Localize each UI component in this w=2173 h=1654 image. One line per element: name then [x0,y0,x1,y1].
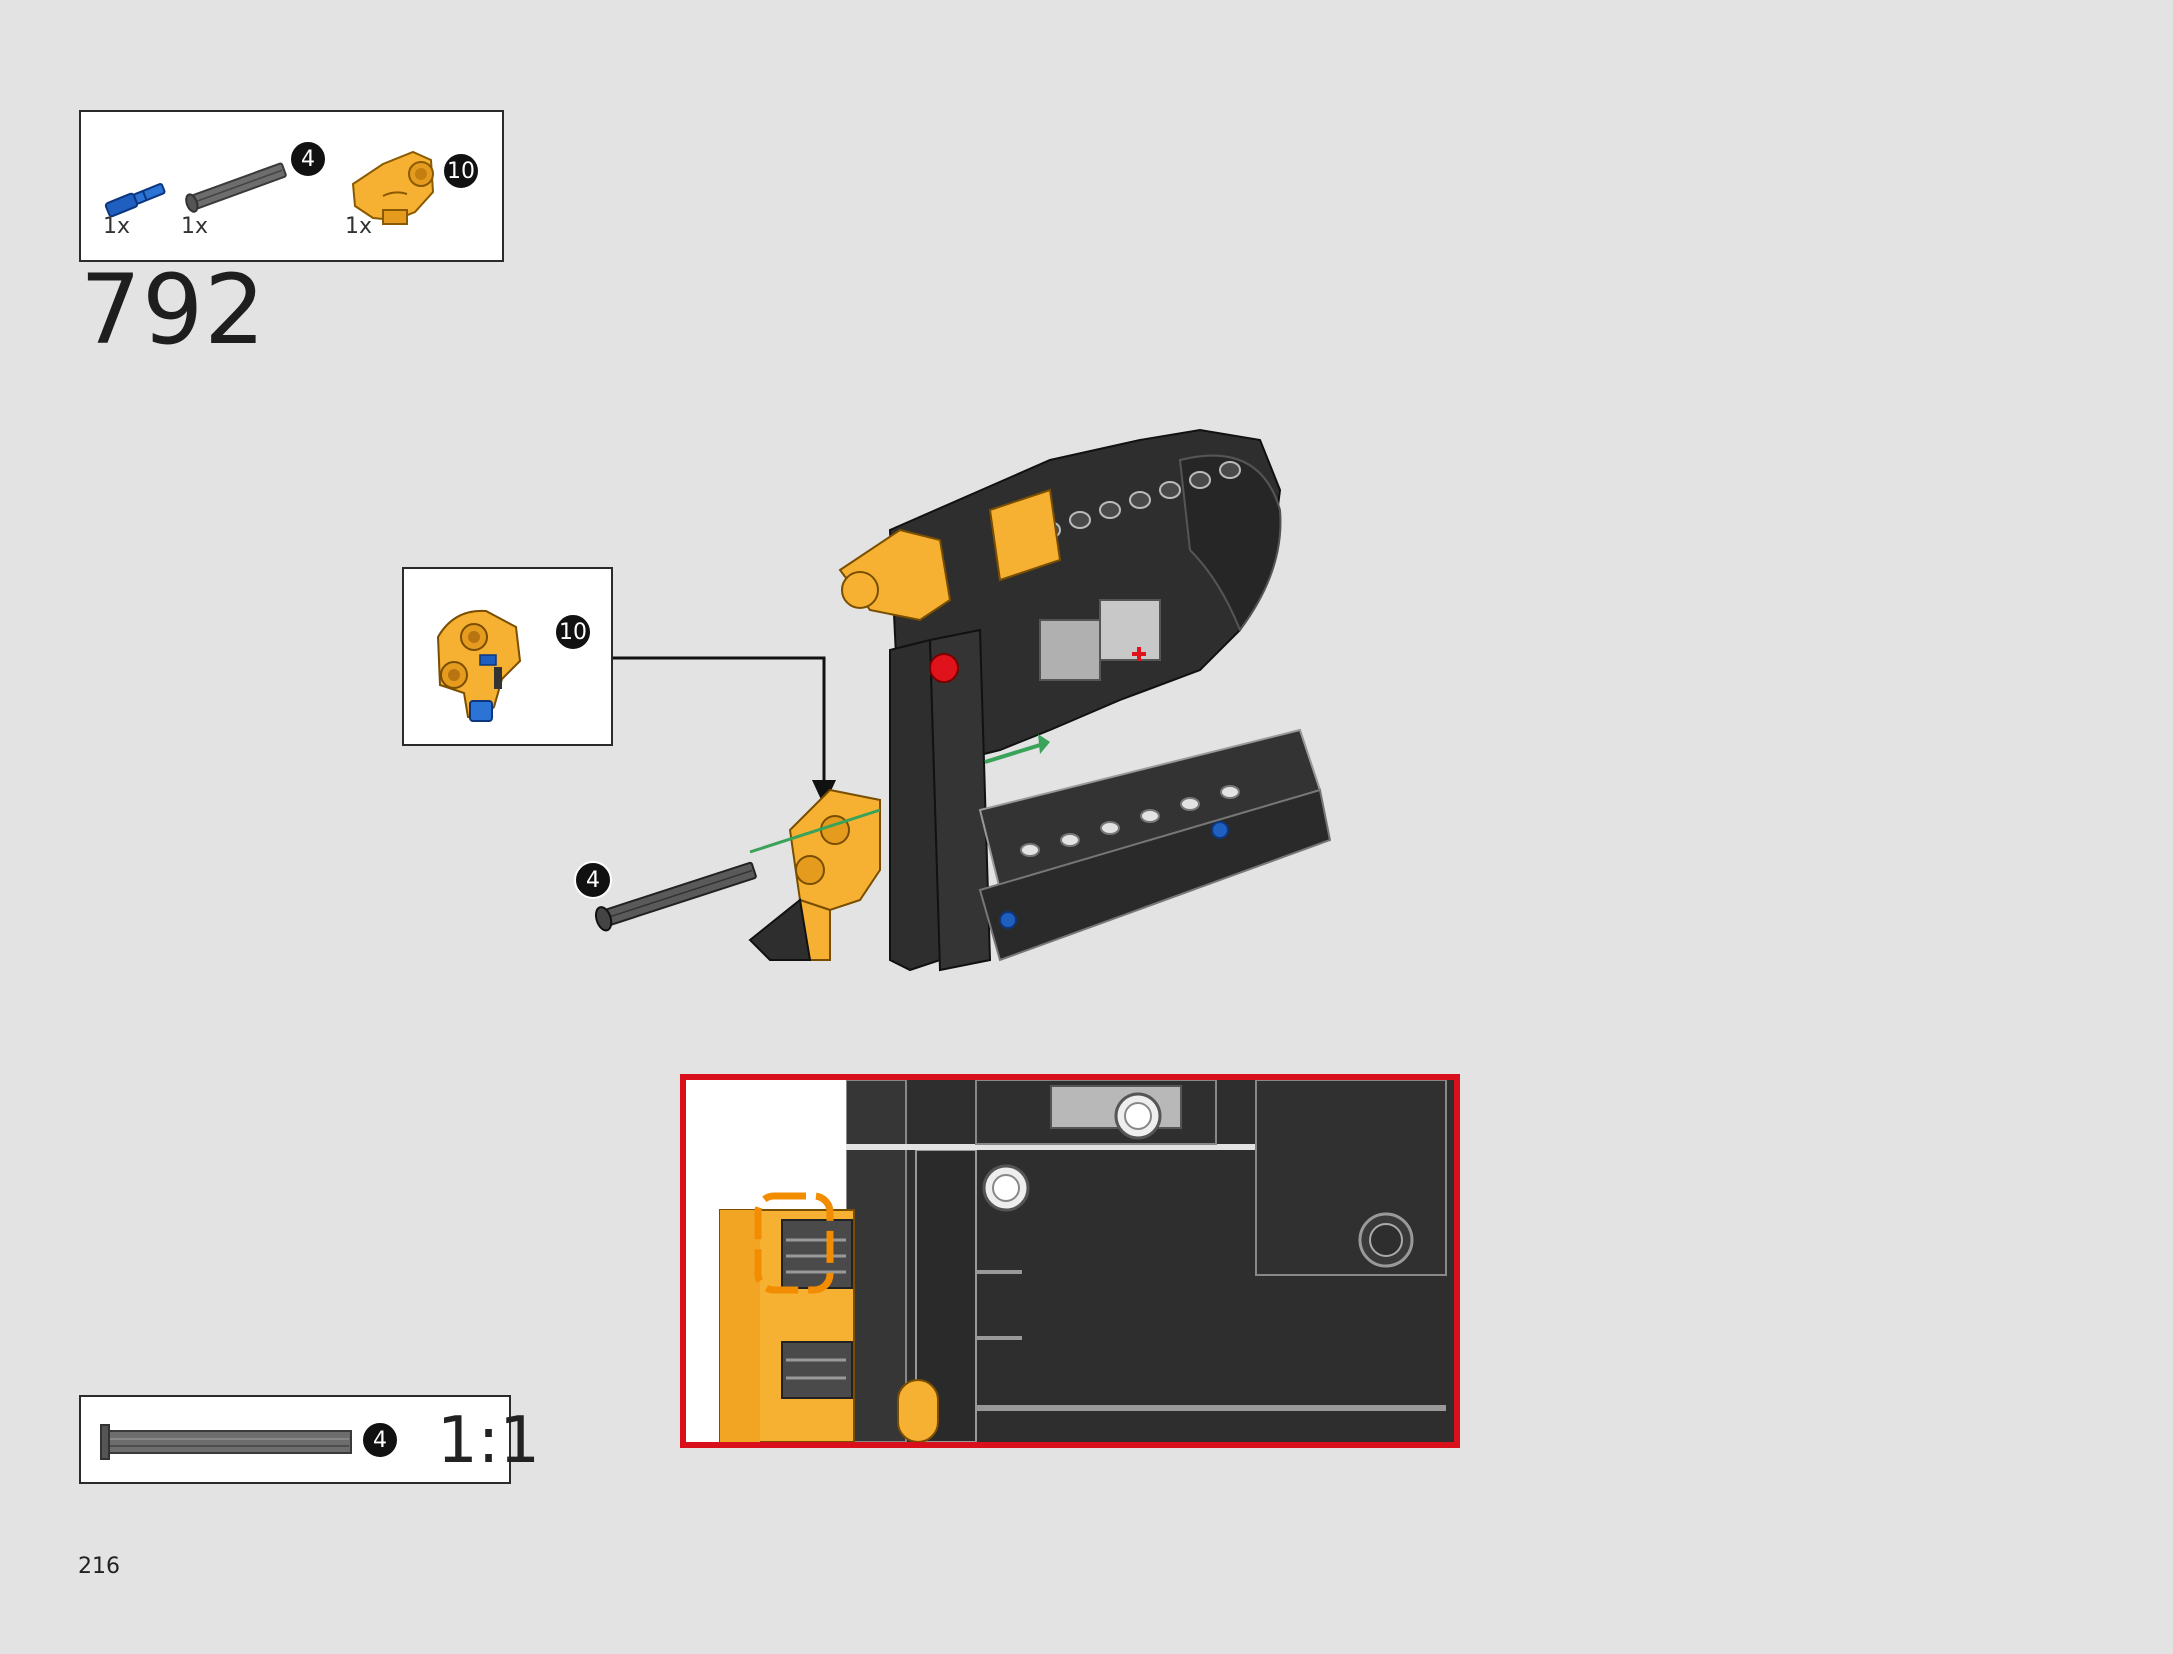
yellow-connector-subassembly-icon [436,609,522,722]
subassembly-callout: 10 [402,567,613,746]
subassembly-badge: 10 [554,613,592,651]
page-number: 216 [78,1554,120,1579]
loose-axle [594,861,757,932]
part-length-badge: 4 [289,140,327,178]
part-quantity: 1x [103,214,131,239]
blue-axle-pin-icon [104,183,166,218]
part-quantity: 1x [345,214,373,239]
yellow-connector-icon [351,150,435,225]
zoom-detail-image [686,1080,1454,1442]
parts-list: 1x 1x 4 1x 10 [79,110,504,262]
step-number: 792 [80,254,267,366]
grey-axle-icon [185,162,287,213]
zoom-detail [680,1074,1460,1448]
part-length-badge: 10 [442,152,480,190]
scale-label: 1:1 [437,1404,540,1478]
scale-reference: 4 1:1 [79,1395,540,1484]
scale-length-badge: 4 [361,1421,399,1459]
part-quantity: 1x [181,214,209,239]
axle-length-badge: 4 [574,861,612,899]
main-model [748,428,1332,972]
grey-axle-scale-icon [100,1424,352,1460]
